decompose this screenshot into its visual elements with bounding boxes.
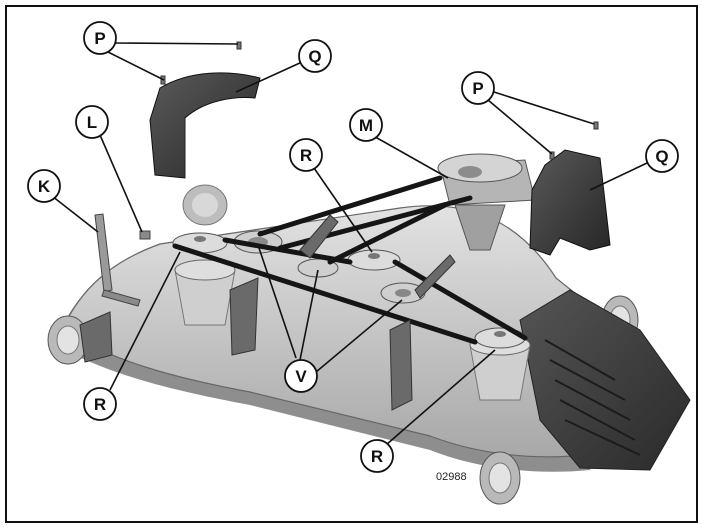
svg-text:R: R — [371, 447, 383, 466]
pulley-center — [347, 249, 401, 271]
deck-brackets — [79, 214, 456, 411]
svg-text:K: K — [38, 177, 51, 196]
callout-k: K — [27, 169, 61, 203]
callout-p-top: P — [83, 21, 117, 55]
callout-l: L — [75, 105, 109, 139]
wheel-front-right — [479, 451, 521, 505]
callout-q-right: Q — [645, 139, 679, 173]
wheel-front-left — [47, 315, 89, 365]
lift-arm — [94, 213, 141, 307]
idler-pulley-right — [380, 282, 426, 304]
discharge-chute — [519, 289, 691, 471]
svg-text:P: P — [472, 79, 483, 98]
belt-cover-right — [529, 149, 611, 256]
svg-text:R: R — [300, 146, 312, 165]
callout-q-top: Q — [298, 39, 332, 73]
svg-text:L: L — [87, 113, 97, 132]
svg-text:P: P — [94, 29, 105, 48]
callout-r-left: R — [83, 387, 117, 421]
svg-text:R: R — [94, 395, 106, 414]
callout-m: M — [349, 108, 383, 142]
figure-code: 02988 — [436, 471, 467, 483]
svg-text:Q: Q — [655, 147, 668, 166]
gearbox-pulley — [437, 153, 536, 251]
svg-text:Q: Q — [308, 47, 321, 66]
svg-text:V: V — [295, 367, 307, 386]
callout-r-mid: R — [289, 138, 323, 172]
belt-cover-left — [149, 72, 261, 179]
spindle-left — [174, 259, 236, 326]
callout-p-right: P — [461, 71, 495, 105]
svg-text:M: M — [359, 116, 373, 135]
callout-leaders — [51, 42, 648, 446]
callout-v: V — [284, 359, 318, 393]
deck-fitting — [139, 230, 151, 240]
callout-r-right: R — [360, 439, 394, 473]
